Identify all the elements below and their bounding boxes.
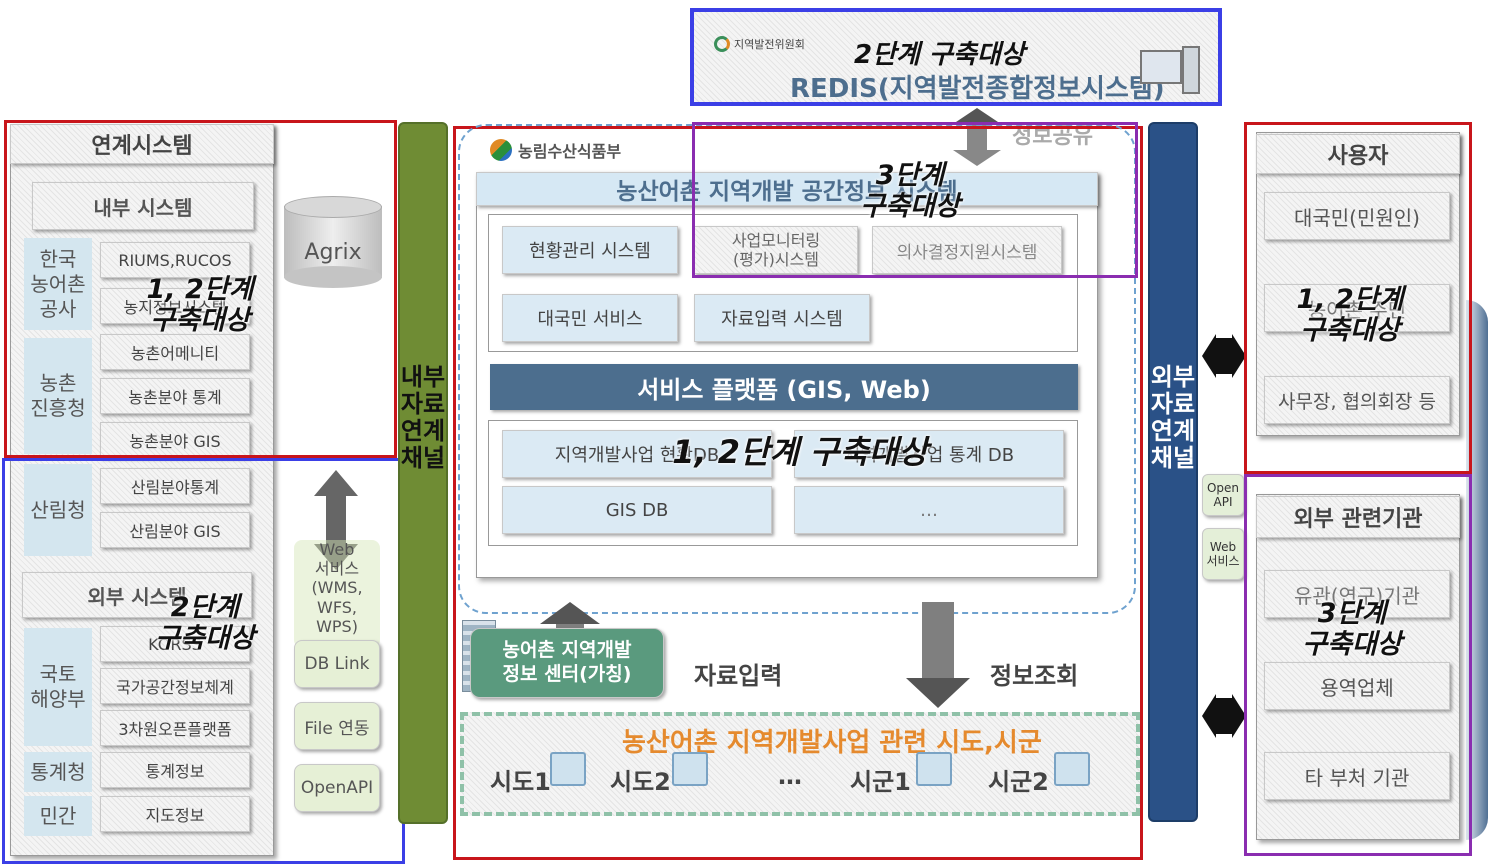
region-sido-1: 시도1 [490,768,551,796]
agency-other-ministry: 타 부처 기관 [1264,752,1450,800]
group-label-kostat: 통계청 [24,752,92,792]
db-gis: GIS DB [502,486,772,534]
external-data-channel-bar: 외부 자료 연계 채널 [1148,122,1198,822]
system-item: KORSS [100,626,250,662]
computer-icon [1054,752,1090,786]
users-title: 사용자 [1256,134,1460,174]
main-dashed-region [458,124,1136,614]
internal-data-channel-label: 내부 자료 연계 채널 [400,363,446,472]
internal-system-title: 내부 시스템 [32,182,254,230]
agency-contractor: 용역업체 [1264,662,1450,710]
db-more: … [794,486,1064,534]
module-status-mgmt: 현황관리 시스템 [502,226,678,274]
module-public-service: 대국민 서비스 [502,294,678,342]
system-item: RIUMS,RUCOS [100,242,250,278]
system-item: 농촌분야 GIS [100,422,250,458]
stage-1-2-frame-left [4,120,397,458]
channel-file-link: File 연동 [294,702,380,750]
stage-3-frame-right [1244,474,1472,856]
regional-panel [460,712,1140,816]
stage-2-frame-left [2,458,405,864]
region-sido-2: 시도2 [610,768,671,796]
committee-logo-icon [714,36,730,52]
internal-data-channel-bar: 내부 자료 연계 채널 [398,122,448,824]
stage-3-frame-center [692,122,1138,278]
group-label-molit: 국토 해양부 [24,628,92,746]
agency-exchange-arrow-icon [1202,672,1246,760]
group-label-private: 민간 [24,796,92,836]
agency-research: 유관(연구)기관 [1264,570,1450,618]
web-service-tag: Web 서비스 [1202,528,1244,580]
system-item: 3차원오픈플랫폼 [100,710,250,746]
left-exchange-arrow-icon [314,470,358,570]
region-sigun-2: 시군2 [988,768,1049,796]
computer-icon [916,752,952,786]
linked-systems-title: 연계시스템 [10,124,274,164]
group-label-rda: 농촌 진흥청 [24,338,92,454]
redis-system-name: REDIS(지역발전종합정보시스템) [790,74,1165,104]
user-residents: 농어촌 주민 [1264,284,1450,332]
group-label-krc: 한국 농어촌 공사 [24,238,92,330]
system-item: 산림분야통계 [100,468,250,504]
computer-icon [672,752,708,786]
system-item: 농촌어메니티 [100,334,250,370]
data-input-label: 자료입력 [694,662,783,690]
system-item: 농지정보시스템 [100,288,250,324]
info-share-arrow-icon [953,108,1001,166]
system-item: 농촌분야 통계 [100,378,250,414]
redis-panel: 지역발전위원회 2단계 구축대상 REDIS(지역발전종합정보시스템) [690,8,1222,106]
region-ellipsis: … [778,762,802,790]
system-title: 농산어촌 지역개발 공간정보 시스템 [476,172,1098,206]
computer-icon [550,752,586,786]
system-item: 산림분야 GIS [100,512,250,548]
ministry-logo: 농림수산식품부 [490,138,621,162]
system-item: 국가공간정보체계 [100,668,250,704]
info-query-label: 정보조회 [990,662,1079,690]
stage-1-2-frame-right [1244,122,1472,474]
agrix-label: Agrix [304,240,362,265]
ministry-logo-icon [490,139,512,161]
agencies-title: 외부 관련기관 [1256,496,1460,538]
user-managers: 사무장, 협의회장 등 [1264,376,1450,424]
module-monitoring: 사업모니터링 (평가)시스템 [694,226,858,274]
user-exchange-arrow-icon [1202,312,1246,400]
channel-web-service: Web 서비스 (WMS, WFS, WPS) [294,540,380,648]
system-item: 통계정보 [100,752,250,788]
open-api-tag: Open API [1202,474,1244,516]
db-regional-stats: 지역개발사업 통계 DB [794,430,1064,478]
module-decision-support: 의사결정지원시스템 [872,226,1062,274]
agrix-database-icon [284,196,382,288]
service-platform-bar: 서비스 플랫폼 (GIS, Web) [490,364,1078,410]
regional-committee-logo: 지역발전위원회 [714,34,834,54]
committee-logo-text: 지역발전위원회 [734,38,805,51]
redis-stage-label: 2단계 구축대상 [854,40,1025,70]
info-query-arrow-icon [906,602,970,708]
system-item: 지도정보 [100,796,250,832]
module-data-input: 자료입력 시스템 [694,294,870,342]
regional-info-center: 농어촌 지역개발 정보 센터(가칭) [470,628,664,698]
ministry-name: 농림수산식품부 [518,142,622,161]
region-sigun-1: 시군1 [850,768,911,796]
user-public: 대국민(민원인) [1264,192,1450,240]
group-label-forest: 산림청 [24,464,92,556]
channel-db-link: DB Link [294,640,380,688]
main-system-frame [453,126,1143,860]
external-system-title: 외부 시스템 [22,572,252,618]
computer-icon [1140,46,1200,94]
external-data-channel-label: 외부 자료 연계 채널 [1150,363,1196,472]
db-regional-status: 지역개발사업 현황DB [502,430,772,478]
channel-openapi: OpenAPI [294,764,380,812]
